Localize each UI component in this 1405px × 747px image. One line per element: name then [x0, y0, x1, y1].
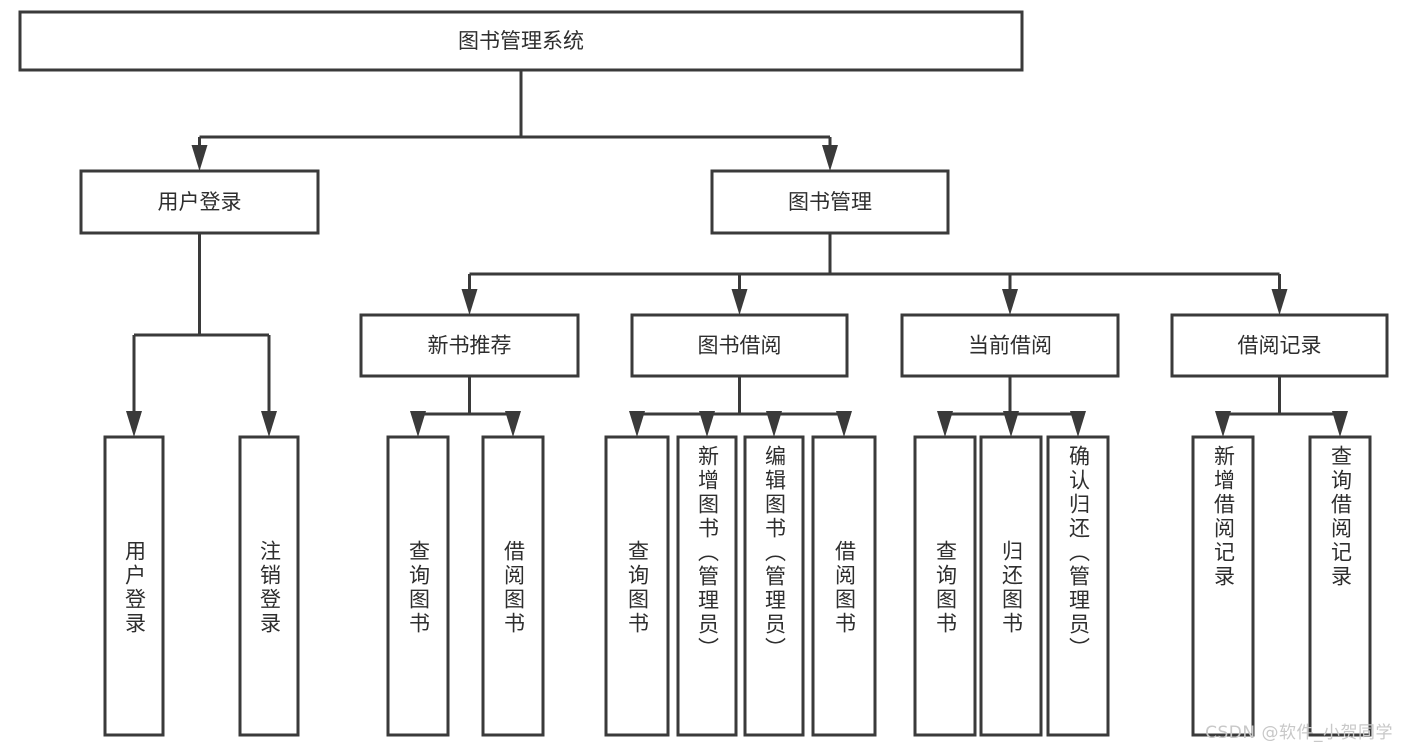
leaf-node[interactable]: [743, 435, 805, 737]
arrow-head-icon: [410, 411, 426, 437]
level3-label: 借阅记录: [1238, 334, 1322, 358]
arrow-head-icon: [191, 145, 208, 171]
arrow-head-icon: [1332, 411, 1348, 437]
level3-node[interactable]: 图书借阅: [630, 313, 849, 378]
level2-label: 用户登录: [158, 190, 242, 214]
level2-box[interactable]: [710, 169, 950, 235]
leaf-node[interactable]: [676, 435, 738, 737]
level3-box[interactable]: [630, 313, 849, 378]
leaf-box[interactable]: [811, 435, 877, 737]
arrow-head-icon: [1002, 289, 1018, 315]
arrow-head-icon: [126, 411, 142, 437]
arrow-head-icon: [699, 411, 715, 437]
arrow-head-icon: [1271, 289, 1288, 315]
connector-layer: [126, 70, 1348, 437]
leaf-box[interactable]: [481, 435, 545, 737]
root-box[interactable]: [18, 10, 1024, 72]
leaf-node[interactable]: [103, 435, 165, 737]
root-node[interactable]: 图书管理系统: [18, 10, 1024, 72]
csdn-watermark: CSDN @软件_小贺同学: [1205, 723, 1393, 743]
level2-node[interactable]: 用户登录: [79, 169, 320, 235]
leaf-node[interactable]: [1191, 435, 1255, 737]
leaf-node[interactable]: [238, 435, 300, 737]
arrow-head-icon: [1215, 411, 1231, 437]
leaf-node[interactable]: [604, 435, 670, 737]
level3-label: 当前借阅: [968, 334, 1052, 358]
leaf-box[interactable]: [604, 435, 670, 737]
leaf-box[interactable]: [238, 435, 300, 737]
root-label: 图书管理系统: [458, 29, 584, 53]
leaf-box[interactable]: [386, 435, 450, 737]
leaf-box[interactable]: [1046, 435, 1110, 737]
arrow-head-icon: [822, 145, 838, 171]
leaf-node[interactable]: [1046, 435, 1110, 737]
arrow-head-icon: [937, 411, 953, 437]
leaf-node[interactable]: [913, 435, 977, 737]
level3-node[interactable]: 当前借阅: [900, 313, 1120, 378]
leaf-box[interactable]: [676, 435, 738, 737]
level2-box[interactable]: [79, 169, 320, 235]
arrow-head-icon: [1070, 411, 1086, 437]
leaf-node[interactable]: [386, 435, 450, 737]
leaf-box[interactable]: [1191, 435, 1255, 737]
arrow-head-icon: [261, 411, 277, 437]
arrow-head-icon: [1003, 411, 1019, 437]
arrow-head-icon: [505, 411, 521, 437]
leaf-box[interactable]: [103, 435, 165, 737]
arrow-head-icon: [836, 411, 852, 437]
level3-node[interactable]: 借阅记录: [1170, 313, 1389, 378]
arrow-head-icon: [461, 289, 478, 315]
leaf-node[interactable]: [1308, 435, 1372, 737]
arrow-head-icon: [766, 411, 782, 437]
arrow-head-icon: [629, 411, 645, 437]
level2-label: 图书管理: [788, 190, 872, 214]
level3-node[interactable]: 新书推荐: [359, 313, 580, 378]
leaf-box[interactable]: [979, 435, 1043, 737]
leaf-box[interactable]: [743, 435, 805, 737]
leaf-node[interactable]: [811, 435, 877, 737]
leaf-box[interactable]: [913, 435, 977, 737]
level3-box[interactable]: [900, 313, 1120, 378]
level3-label: 新书推荐: [428, 334, 512, 358]
level3-label: 图书借阅: [698, 334, 782, 358]
leaf-node[interactable]: [481, 435, 545, 737]
level3-box[interactable]: [1170, 313, 1389, 378]
level3-box[interactable]: [359, 313, 580, 378]
arrow-head-icon: [731, 289, 748, 315]
level2-node[interactable]: 图书管理: [710, 169, 950, 235]
leaf-node[interactable]: [979, 435, 1043, 737]
leaf-box[interactable]: [1308, 435, 1372, 737]
